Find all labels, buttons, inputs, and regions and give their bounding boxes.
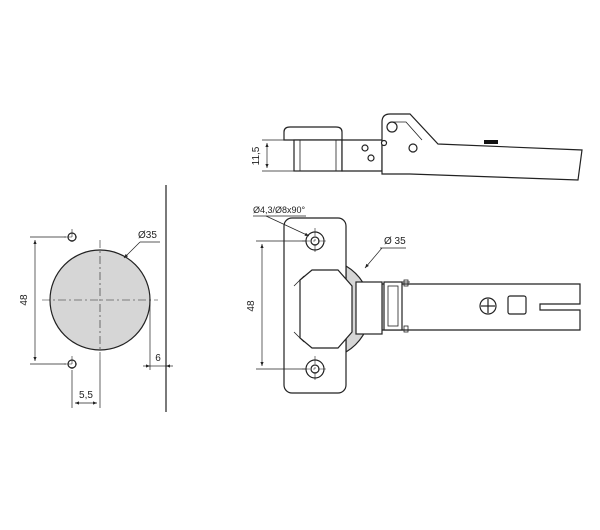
arm-pivot-top	[386, 121, 398, 133]
arm-pivot-lower	[408, 143, 418, 153]
hinge-arm-side	[381, 113, 583, 181]
cup-body-side	[293, 139, 343, 172]
pivot-pin-top	[361, 144, 369, 152]
leader-cup-diameter	[123, 241, 141, 259]
pivot-pin-bottom	[367, 154, 375, 162]
screw-hole-spec-label: Ø4,3/Ø8x90°	[253, 205, 306, 215]
dimension-edge-offset-label: 6	[155, 353, 161, 364]
cup-diameter-label: Ø35	[138, 230, 157, 241]
leader-plan-cup	[364, 247, 383, 269]
hinge-knuckle-side	[341, 139, 383, 172]
plan-dimension-spacing-label: 48	[246, 300, 257, 312]
dimension-hole-spacing-label: 48	[19, 294, 30, 306]
hinge-plan-view: Ø4,3/Ø8x90° Ø 35 48	[246, 205, 581, 394]
plan-cup-diameter-label: Ø 35	[384, 236, 406, 247]
adjustment-cam-square	[507, 295, 527, 315]
mounting-plate-side	[283, 126, 343, 141]
plate-center-boss	[299, 269, 353, 349]
leader-screw-hole	[265, 215, 310, 237]
hinge-side-view: 11,5	[251, 113, 583, 181]
dimension-height-label: 11,5	[251, 146, 262, 165]
dimension-hole-offset-label: 5,5	[79, 390, 93, 401]
drilling-pattern-view: 48 Ø35 6 5,5	[19, 185, 173, 412]
adjust-screw-head-side	[484, 140, 498, 144]
arm-pivot-small	[380, 139, 388, 147]
hinge-knuckle-plan	[355, 281, 383, 335]
